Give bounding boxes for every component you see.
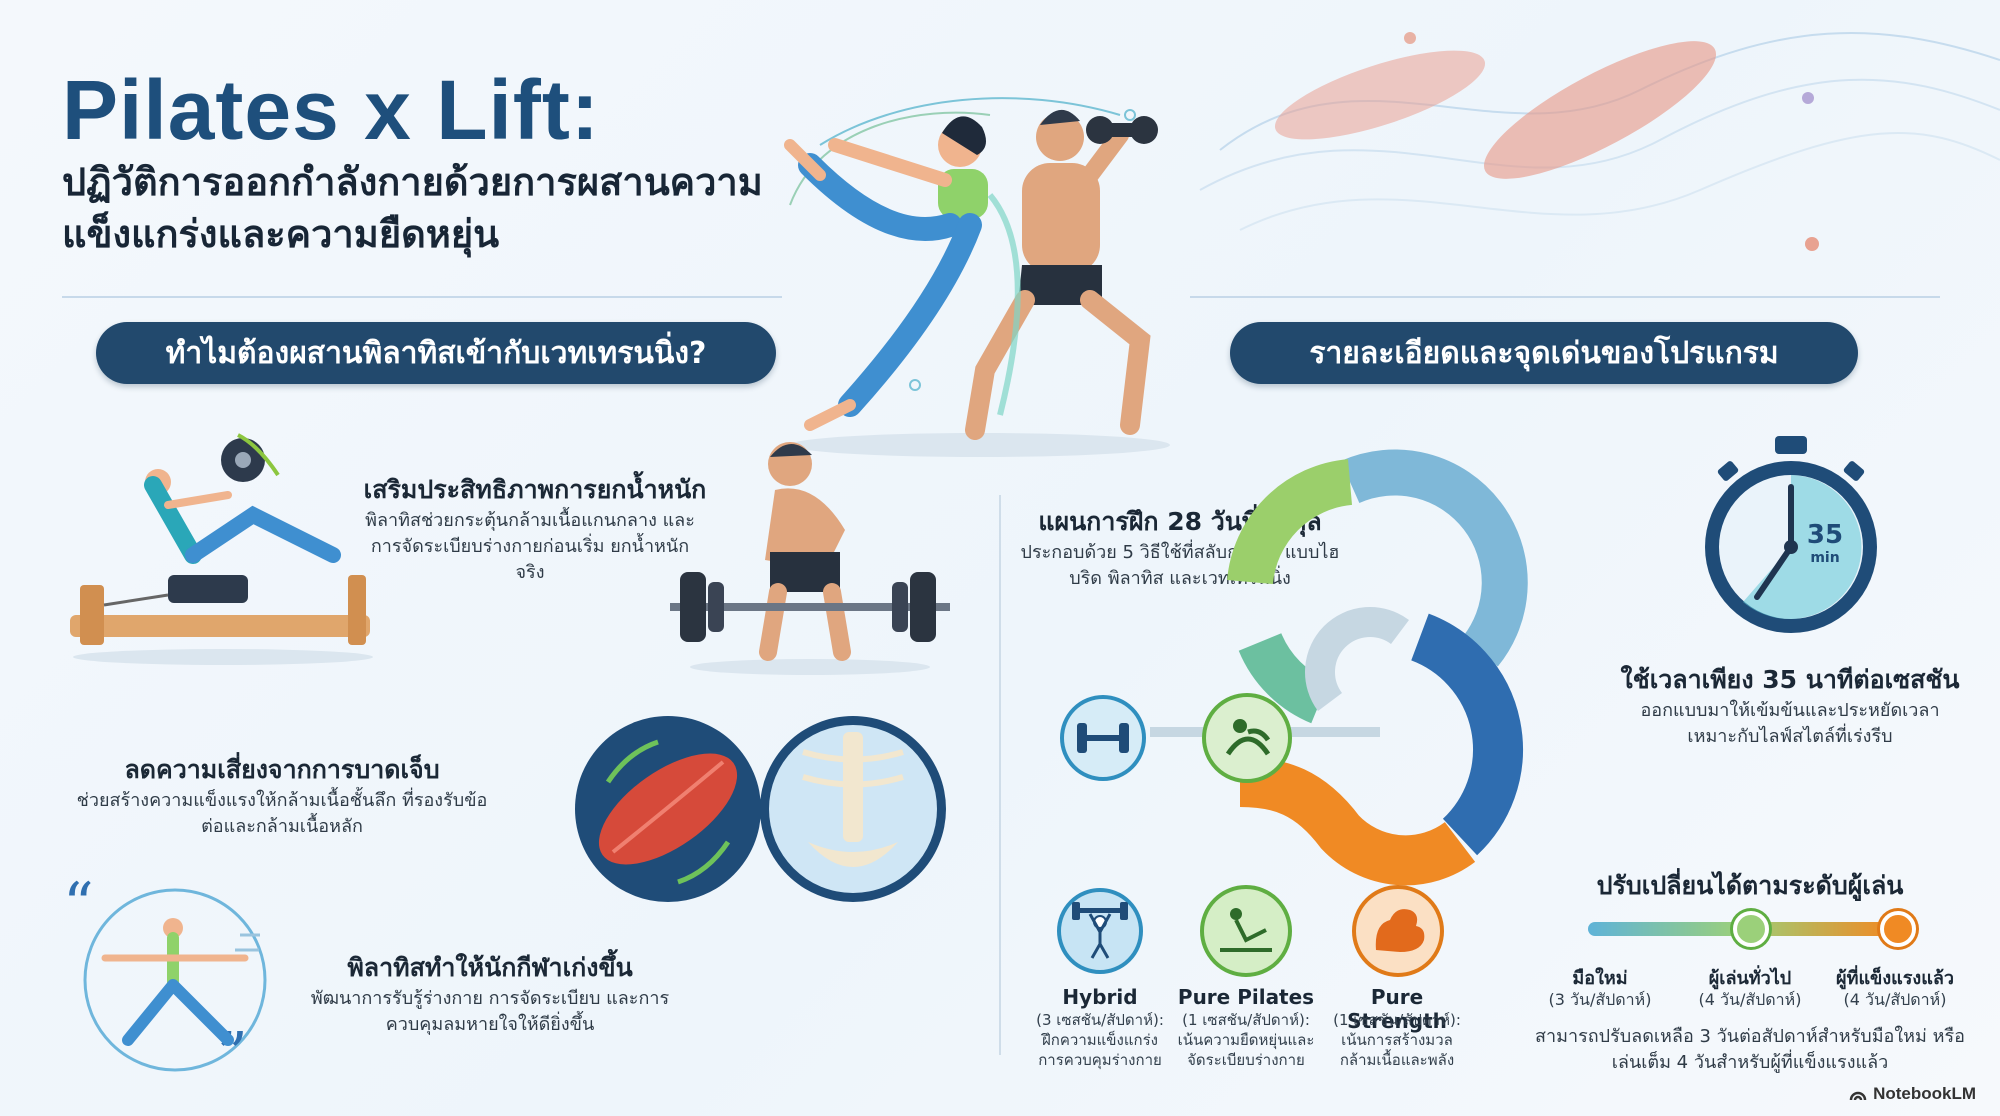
benefit-lifting-title: เสริมประสิทธิภาพการยกน้ำหนัก [363,475,707,504]
section-divider [999,495,1001,1055]
type-hybrid-name: Hybrid [1062,985,1138,1009]
type-strength-name: Pure Strength [1347,985,1447,1033]
muscle-fiber-decoration [1199,32,2000,251]
dumbbell-node-icon [1060,695,1146,781]
page-title: Pilates x Lift: [62,63,600,157]
type-hybrid-freq: (3 เซสชัน/สัปดาห์): [1036,1011,1164,1029]
left-section-heading: ทำไมต้องผสานพิลาทิสเข้ากับเวทเทรนนิ่ง? [96,322,776,384]
pilates-lift-athletes-illustration [784,97,1170,457]
benefit-athlete-title: พิลาทิสทำให้นักกีฬาเก่งขึ้น [347,953,633,982]
benefit-lifting-text: พิลาทิสช่วยกระตุ้นกล้ามเนื้อแกนกลาง และก… [365,510,695,583]
pure-pilates-type-icon [1200,885,1292,977]
level-marker-intermediate[interactable] [1733,911,1769,947]
type-pilates-name: Pure Pilates [1177,985,1315,1009]
muscle-spine-icon [575,716,946,902]
benefit-injury-text: ช่วยสร้างความแข็งแรงให้กล้ามเนื้อชั้นลึก… [76,790,488,837]
reformer-pilates-icon [70,433,373,665]
warrior-pose-icon: “ ” [63,880,267,1080]
hybrid-glyph-icon [1072,902,1128,959]
type-pilates-desc: เน้นความยืดหยุ่นและ จัดระเบียบร่างกาย [1177,1031,1315,1069]
divider-right [1190,296,1940,298]
level-advanced-freq: (4 วัน/สัปดาห์) [1843,990,1947,1009]
dumbbell-glyph-icon [1077,723,1129,753]
pure-pilates-glyph-icon [1220,908,1272,952]
right-section-heading: รายละเอียดและจุดเด่นของโปรแกรม [1230,322,1858,384]
level-intermediate-freq: (4 วัน/สัปดาห์) [1698,990,1802,1009]
stopwatch-icon [1705,436,1877,633]
levels-title: ปรับเปลี่ยนได้ตามระดับผู้เล่น [1596,871,1904,900]
level-advanced-name: ผู้ที่แข็งแรงแล้ว [1836,968,1954,989]
session-time-text: ออกแบบมาให้เข้มข้นและประหยัดเวลา เหมาะกั… [1640,700,1940,747]
level-intermediate-name: ผู้เล่นทั่วไป [1708,968,1792,989]
page-subtitle: ปฏิวัติการออกกำลังกายด้วยการผสานความแข็ง… [62,160,763,256]
benefit-athlete-text: พัฒนาการรับรู้ร่างกาย การจัดระเบียบ และก… [310,988,670,1035]
type-hybrid-desc: ฝึกความแข็งแกร่ง การควบคุมร่างกาย [1038,1031,1162,1069]
notebooklm-logo-icon [1849,1091,1867,1101]
benefit-injury-title: ลดความเสี่ยงจากการบาดเจ็บ [124,755,440,784]
pilates-glyph-icon [1225,719,1271,756]
svg-text:“: “ [63,880,94,940]
timer-value: 35 [1806,520,1844,550]
type-strength-desc: เน้นการสร้างมวล กล้ามเนื้อและพลัง [1339,1031,1455,1069]
flexed-arm-icon [1375,909,1425,952]
type-pilates-freq: (1 เซสชัน/สัปดาห์): [1182,1011,1310,1029]
training-cycle-diagram [1150,449,1528,886]
timer-unit: min [1810,550,1840,566]
type-strength-freq: (1 เซสชัน/สัปดาห์): [1333,1011,1461,1029]
deadlift-athlete-icon [670,442,950,675]
notebooklm-brand: NotebookLM [1849,1084,1976,1104]
session-time-title: ใช้เวลาเพียง 35 นาทีต่อเซสชัน [1620,665,1960,694]
divider-left [62,296,782,298]
levels-note: สามารถปรับลดเหลือ 3 วันต่อสัปดาห์สำหรับม… [1535,1026,1965,1073]
level-beginner-name: มือใหม่ [1572,968,1628,989]
level-marker-advanced[interactable] [1880,911,1916,947]
brand-label: NotebookLM [1873,1084,1976,1103]
level-beginner-freq: (3 วัน/สัปดาห์) [1548,990,1652,1009]
